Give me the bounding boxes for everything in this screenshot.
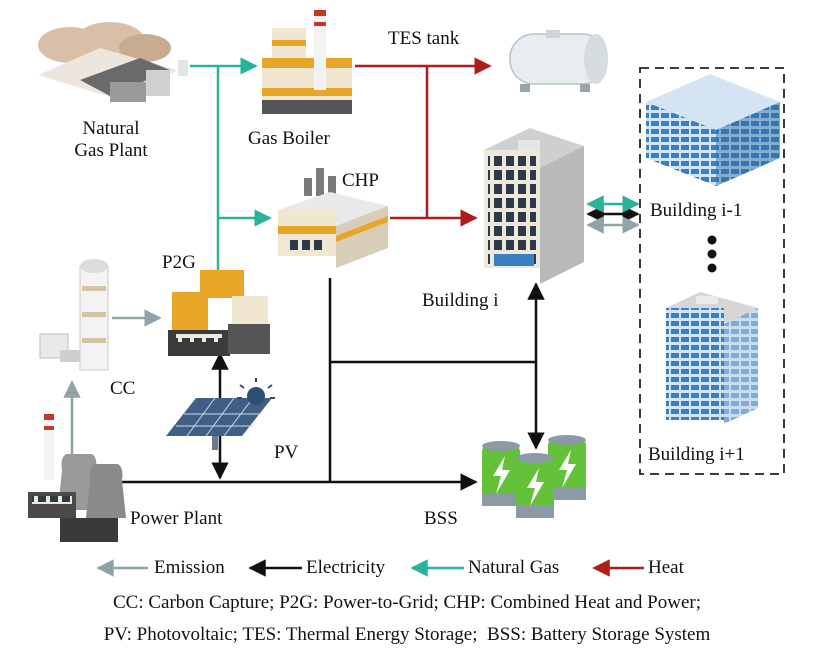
pv-icon xyxy=(166,378,275,450)
ellipsis-dots xyxy=(707,235,717,273)
emission-flows xyxy=(63,309,162,460)
power-plant-label: Power Plant xyxy=(130,508,223,529)
building-group-box xyxy=(639,67,785,475)
gas-boiler-icon xyxy=(262,10,352,114)
building-i-minus-1-icon xyxy=(646,74,780,186)
p2g-label: P2G xyxy=(162,252,196,273)
battery-3 xyxy=(516,453,554,518)
building-i-icon xyxy=(484,128,584,284)
electricity-flows xyxy=(110,205,640,491)
natural-gas-plant-label: Natural Gas Plant xyxy=(74,118,148,161)
building-i-label: Building i xyxy=(422,290,499,311)
pv-label: PV xyxy=(274,442,299,463)
cc-label: CC xyxy=(110,378,136,399)
abbreviations-line-2: PV: Photovoltaic; TES: Thermal Energy St… xyxy=(103,624,711,645)
heat-flows xyxy=(355,57,492,227)
bss-icon xyxy=(482,435,586,518)
p2g-icon xyxy=(168,270,270,356)
abbreviations-line-1: CC: Carbon Capture; P2G: Power-to-Grid; … xyxy=(112,592,702,613)
tes-tank-icon xyxy=(509,30,608,92)
legend-electricity-label: Electricity xyxy=(306,557,386,578)
building-i-plus-1-icon xyxy=(666,292,758,424)
power-plant-icon xyxy=(28,414,126,542)
building-i-minus-1-label: Building i-1 xyxy=(650,200,743,221)
natural-gas-flows xyxy=(190,57,272,282)
natural-gas-plant-icon xyxy=(38,22,188,102)
chp-label: CHP xyxy=(342,170,379,191)
legend-heat-label: Heat xyxy=(648,557,684,578)
battery-2 xyxy=(548,435,586,500)
legend-emission-label: Emission xyxy=(154,557,225,578)
tes-tank-label: TES tank xyxy=(388,28,460,49)
building-i-plus-1-label: Building i+1 xyxy=(648,444,745,465)
bss-label: BSS xyxy=(424,508,458,529)
battery-1 xyxy=(482,441,520,506)
gas-boiler-label: Gas Boiler xyxy=(248,128,330,149)
legend-natural-gas-label: Natural Gas xyxy=(468,557,560,578)
chp-icon xyxy=(278,168,388,268)
cc-icon xyxy=(39,259,109,371)
